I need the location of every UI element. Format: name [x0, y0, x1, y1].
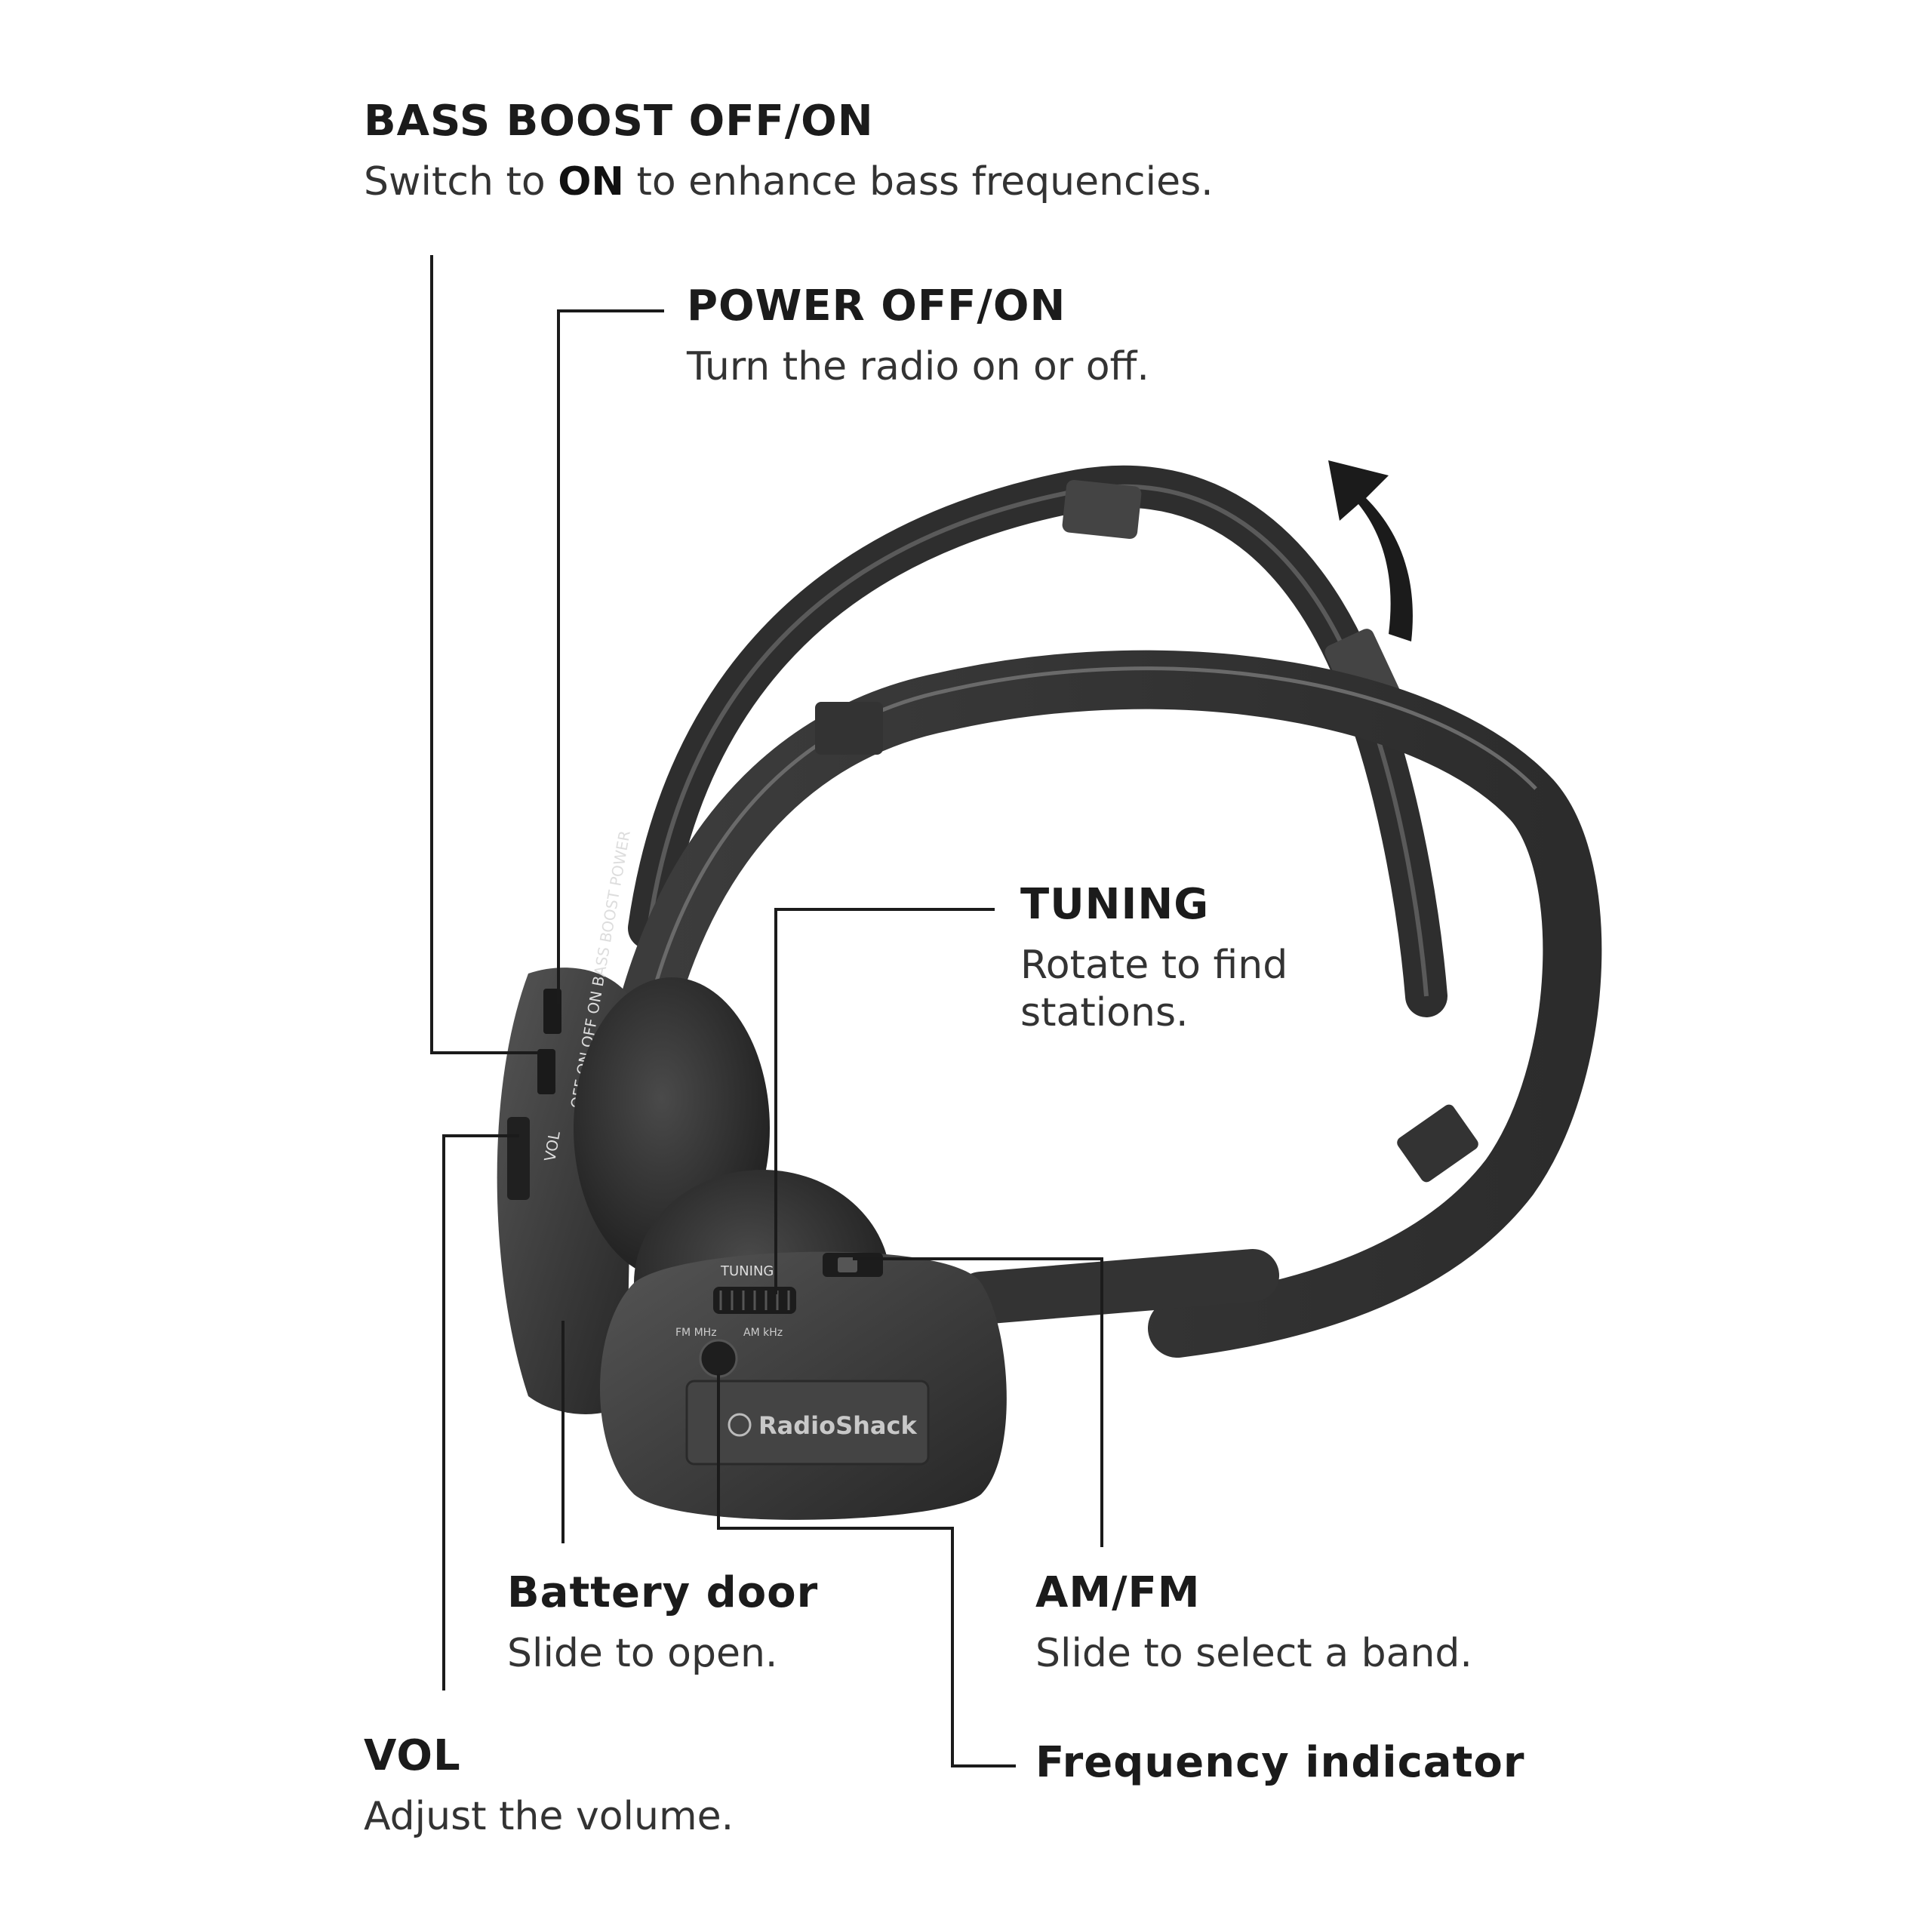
tuning-leader [774, 908, 995, 1294]
am-fm-callout: AM/FM Slide to select a band. [1035, 1570, 1472, 1678]
tuning-callout: TUNING Rotate to find stations. [1020, 881, 1337, 1037]
battery-door-desc: Slide to open. [507, 1630, 778, 1676]
vol-title: VOL [364, 1731, 461, 1780]
power-leader [557, 309, 664, 1004]
bass-boost-switch [537, 1049, 555, 1094]
bass-boost-leader [430, 255, 537, 1054]
power-callout: POWER OFF/ON Turn the radio on or off. [687, 283, 1149, 391]
brand-logo-text: RadioShack [758, 1411, 917, 1440]
frequency-indicator-light [699, 1339, 738, 1378]
band-marking-am: AM kHz [743, 1327, 783, 1339]
curved-up-arrow-icon [1328, 460, 1413, 641]
am-fm-title: AM/FM [1035, 1568, 1201, 1617]
vol-wheel [507, 1117, 530, 1200]
power-title: POWER OFF/ON [687, 281, 1066, 331]
vol-leader [442, 1134, 519, 1690]
frequency-indicator-leader [717, 1374, 1016, 1767]
bass-boost-callout: BASS BOOST OFF/ON Switch to ON to enhanc… [364, 98, 1214, 206]
bass-boost-desc-bold: ON [558, 158, 624, 205]
tuning-title: TUNING [1020, 880, 1210, 929]
bass-boost-title: BASS BOOST OFF/ON [364, 97, 874, 146]
bass-boost-desc: Switch to ON to enhance bass frequencies… [364, 158, 1214, 205]
tuning-marking-text: TUNING [720, 1263, 774, 1279]
power-desc: Turn the radio on or off. [687, 343, 1149, 389]
vol-desc: Adjust the volume. [364, 1793, 734, 1839]
battery-door-title: Battery door [507, 1568, 819, 1617]
vol-callout: VOL Adjust the volume. [364, 1733, 734, 1841]
am-fm-desc: Slide to select a band. [1035, 1630, 1472, 1676]
brand-plate [685, 1380, 930, 1466]
band-clip-top [1062, 479, 1142, 540]
frequency-indicator-title: Frequency indicator [1035, 1738, 1525, 1787]
frequency-indicator-callout: Frequency indicator [1035, 1740, 1524, 1786]
battery-door-callout: Battery door Slide to open. [507, 1570, 818, 1678]
tuning-desc: Rotate to find stations. [1020, 942, 1288, 1036]
am-fm-leader [853, 1257, 1103, 1547]
band-marking-fm: FM MHz [675, 1327, 717, 1339]
